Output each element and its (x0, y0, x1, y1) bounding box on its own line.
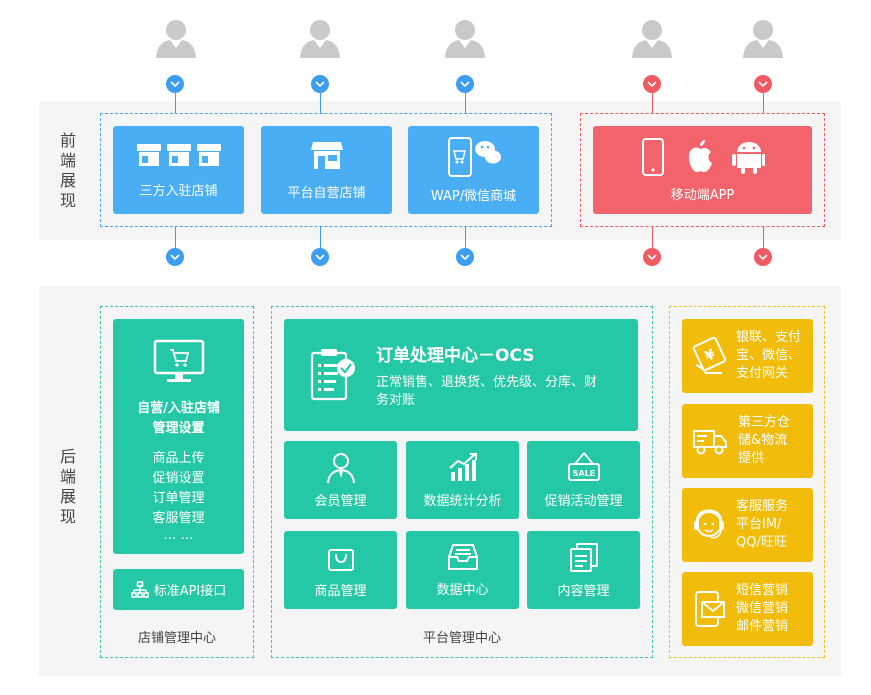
list-item: 订单管理 (152, 491, 205, 506)
svg-text:SALE: SALE (572, 469, 595, 478)
database-tray-icon (447, 543, 478, 570)
card-label: 平台自营店铺 (287, 185, 366, 201)
ocs-title: 订单处理中心－OCS (376, 345, 535, 366)
sale-sign-icon: SALE (567, 451, 600, 481)
svg-text:¥: ¥ (702, 346, 718, 365)
module-data-statistics[interactable]: 数据统计分析 (406, 441, 519, 519)
connector-line (175, 227, 176, 249)
user-icon (445, 20, 485, 58)
clipboard-check-icon (310, 349, 355, 401)
card-label: 移动端APP (670, 187, 735, 203)
connector-line (652, 93, 653, 113)
connector-line (763, 227, 764, 249)
service-logistics-card[interactable]: 第三方仓储&物流提供 (682, 404, 813, 478)
store-icon (310, 141, 343, 169)
monitor-cart-icon (153, 339, 204, 382)
list-item: … … (163, 528, 194, 543)
store-management-group (100, 306, 254, 658)
third-party-services-group (669, 306, 825, 658)
service-text: 客服服务平台IM/QQ/旺旺 (736, 499, 789, 550)
module-product-management[interactable]: 商品管理 (284, 531, 397, 609)
chevron-down-icon (166, 75, 184, 93)
module-label: 内容管理 (557, 583, 610, 599)
ocs-text: 订单处理中心－OCS 正常销售、退换货、优先级、分库、财 务对账 (376, 341, 597, 410)
module-label: 商品管理 (314, 583, 367, 599)
platform-center-title: 平台管理中心 (422, 631, 501, 646)
service-customer-service-card[interactable]: 客服服务平台IM/QQ/旺旺 (682, 488, 813, 562)
wap-wechat-mall-card[interactable]: WAP/微信商城 (408, 126, 539, 214)
connector-line (465, 227, 466, 249)
web-stores-group (100, 113, 552, 227)
card-label: WAP/微信商城 (430, 188, 517, 204)
module-label: 会员管理 (314, 493, 367, 509)
mobile-group (580, 113, 825, 227)
card-label: 三方入驻店铺 (139, 183, 218, 199)
user-icon (156, 20, 196, 58)
member-icon (326, 452, 355, 483)
store-center-title: 店铺管理中心 (137, 631, 216, 646)
module-member-management[interactable]: 会员管理 (284, 441, 397, 519)
store-settings-items: 商品上传 促销设置 订单管理 客服管理 … … (152, 449, 204, 543)
connector-line (175, 93, 176, 113)
customer-service-icon (694, 509, 724, 539)
platform-management-group (271, 306, 653, 658)
phone-wechat-icon (447, 136, 501, 177)
chevron-down-icon (643, 248, 661, 266)
chevron-down-icon (754, 248, 772, 266)
chevron-down-icon (643, 75, 661, 93)
store-settings-title: 自营/入驻店铺 管理设置 (137, 401, 220, 436)
connector-line (320, 93, 321, 113)
service-text: 银联、支付宝、微信、支付网关 (736, 330, 802, 381)
connector-line (763, 93, 764, 113)
stats-chart-icon (448, 452, 477, 481)
chevron-down-icon (166, 248, 184, 266)
user-icon (300, 20, 340, 58)
three-stores-icon (136, 143, 221, 166)
phone-apple-android-icon (641, 137, 765, 176)
sms-mail-icon (695, 591, 725, 627)
service-marketing-card[interactable]: 短信营销微信营销邮件营销 (682, 572, 813, 646)
ocs-card[interactable]: 订单处理中心－OCS 正常销售、退换货、优先级、分库、财 务对账 (284, 319, 638, 431)
connector-line (465, 93, 466, 113)
chevron-down-icon (456, 75, 474, 93)
list-item: 商品上传 (152, 451, 205, 466)
payment-icon: ¥ (692, 337, 726, 374)
module-data-center[interactable]: 数据中心 (406, 531, 519, 609)
module-label: 数据统计分析 (423, 493, 502, 509)
chevron-down-icon (456, 248, 474, 266)
chevron-down-icon (754, 75, 772, 93)
list-item: 促销设置 (152, 471, 205, 486)
delivery-truck-icon (693, 430, 727, 455)
user-icon (632, 20, 672, 58)
api-label: 标准API接口 (153, 584, 227, 599)
module-content-management[interactable]: 内容管理 (527, 531, 640, 609)
connector-line (320, 227, 321, 249)
store-settings-card[interactable]: 自营/入驻店铺 管理设置 商品上传 促销设置 订单管理 客服管理 … … (113, 319, 244, 554)
mobile-app-card[interactable]: 移动端APP (593, 126, 812, 214)
ocs-description: 正常销售、退换货、优先级、分库、财 务对账 (376, 374, 598, 408)
service-text: 短信营销微信营销邮件营销 (736, 583, 789, 634)
api-interface-card[interactable]: 标准API接口 (113, 569, 244, 610)
service-text: 第三方仓储&物流提供 (738, 415, 791, 466)
three-party-stores-card[interactable]: 三方入驻店铺 (113, 126, 244, 214)
chevron-down-icon (311, 75, 329, 93)
chevron-down-icon (311, 248, 329, 266)
platform-store-card[interactable]: 平台自营店铺 (261, 126, 392, 214)
module-label: 数据中心 (436, 582, 489, 598)
frontend-section-label: 前端展现 (59, 131, 76, 210)
content-docs-icon (569, 542, 598, 572)
connector-line (652, 227, 653, 249)
list-item: 客服管理 (152, 511, 205, 526)
module-label: 促销活动管理 (544, 493, 623, 509)
user-icon (743, 20, 783, 58)
service-payment-card[interactable]: ¥ 银联、支付宝、微信、支付网关 (682, 319, 813, 393)
backend-section-label: 后端展现 (59, 447, 76, 526)
shopping-bag-icon (327, 548, 354, 571)
network-icon (130, 580, 149, 598)
module-promotion-management[interactable]: SALE 促销活动管理 (527, 441, 640, 519)
